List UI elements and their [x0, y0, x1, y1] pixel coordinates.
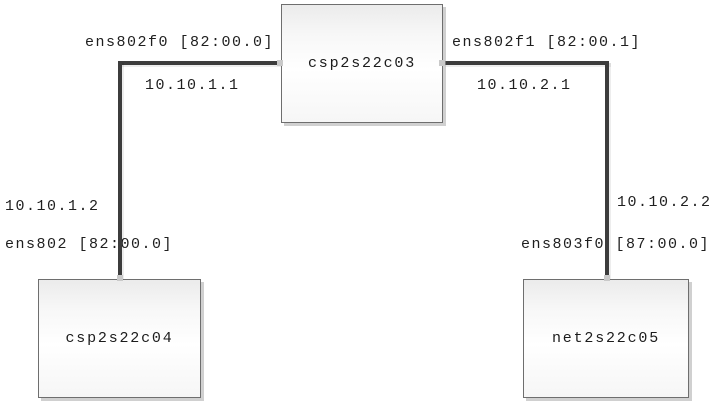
node-csp2s22c03-label: csp2s22c03: [307, 55, 416, 72]
link1-source-ip-label: 10.10.1.1: [145, 77, 240, 94]
node-net2s22c05: net2s22c05: [523, 279, 689, 398]
node-csp2s22c04-label: csp2s22c04: [65, 330, 174, 347]
link2-horizontal-segment: [443, 61, 609, 65]
link2-vertical-segment: [605, 61, 609, 279]
link1-target-interface-label: ens802 [82:00.0]: [5, 236, 174, 253]
node-csp2s22c03: csp2s22c03: [281, 4, 443, 123]
link2-source-interface-label: ens802f1 [82:00.1]: [452, 34, 642, 51]
link1-source-interface-label: ens802f0 [82:00.0]: [85, 34, 275, 51]
link1-target-ip-label: 10.10.1.2: [5, 198, 100, 215]
connection-point-nub: [277, 60, 283, 66]
node-net2s22c05-label: net2s22c05: [551, 330, 660, 347]
link1-horizontal-segment: [118, 61, 281, 65]
link2-target-ip-label: 10.10.2.2: [617, 194, 712, 211]
link2-source-ip-label: 10.10.2.1: [477, 77, 572, 94]
connection-point-nub: [604, 275, 610, 281]
connection-point-nub: [439, 60, 445, 66]
link1-vertical-segment: [118, 61, 122, 279]
link2-target-interface-label: ens803f0 [87:00.0]: [521, 236, 711, 253]
connection-point-nub: [117, 275, 123, 281]
node-csp2s22c04: csp2s22c04: [38, 279, 201, 398]
